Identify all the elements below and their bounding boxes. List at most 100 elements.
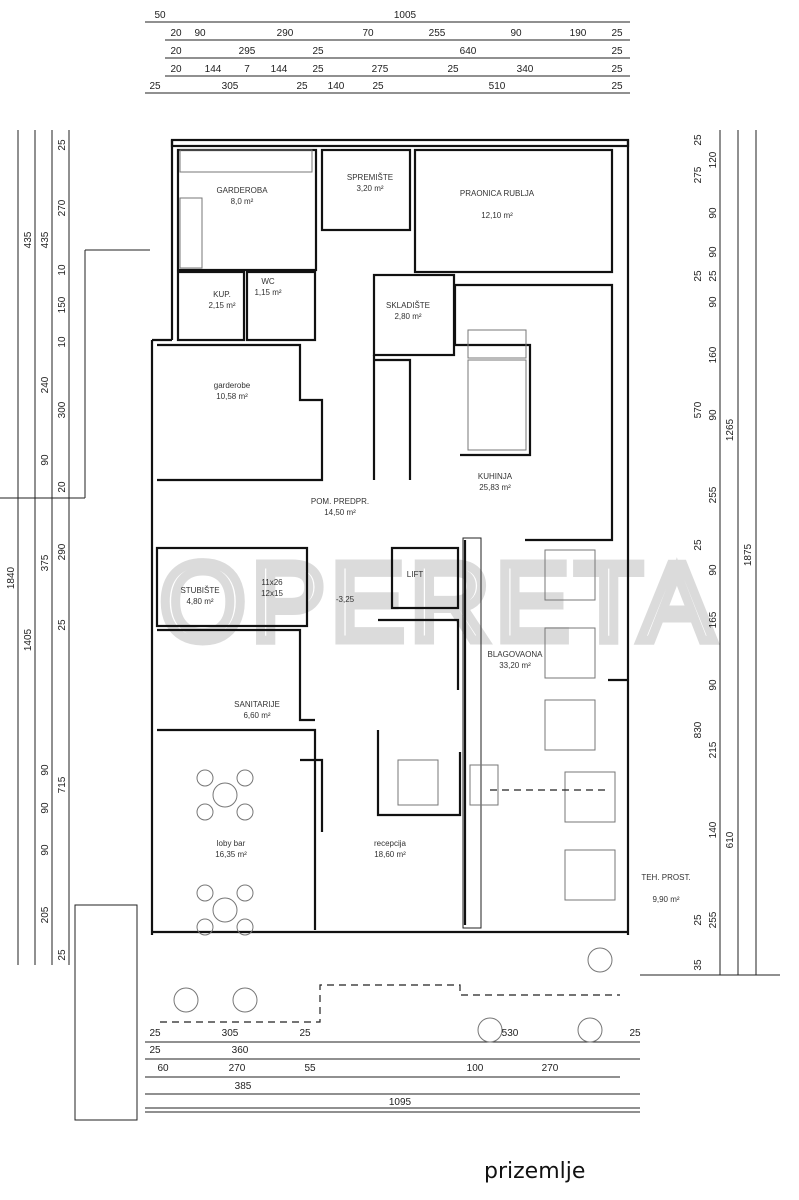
dimension-label: 90 [510,28,522,39]
dimension-label: 150 [57,296,68,313]
dimension-label: 255 [708,911,719,928]
room-2: PRAONICA RUBLJA 12,10 m² [460,189,535,220]
room-area: 14,50 m² [324,508,356,517]
plan-title: prizemlje [484,1159,585,1184]
dimension-label: 25 [296,81,308,92]
room-area: 2,15 m² [208,301,235,310]
stair-note: 11x26 [261,578,283,587]
dimension-label: 25 [57,619,68,631]
dimension-label: 20 [57,481,68,493]
dimension-label: 1095 [389,1097,412,1108]
dimension-label: 530 [502,1028,519,1039]
dimension-label: 570 [693,401,704,418]
stair-note: 12x15 [261,589,283,598]
dimension-label: 25 [629,1028,641,1039]
dimension-label: 165 [708,611,719,628]
room-area: 10,58 m² [216,392,248,401]
dimension-label: 25 [149,81,161,92]
dimension-label: 50 [154,10,166,21]
room-area: 1,15 m² [254,288,281,297]
dimension-label: 25 [693,270,704,282]
dimension-label: 270 [57,199,68,216]
dimension-label: 190 [570,28,587,39]
dimension-label: 90 [708,296,719,308]
dimension-label: 25 [312,64,324,75]
dimension-label: 90 [708,564,719,576]
dimension-label: 90 [40,764,51,776]
dimension-label: 20 [170,46,182,57]
room-area: 12,10 m² [481,211,513,220]
dimension-label: 25 [693,134,704,146]
dimension-label: 435 [23,231,34,248]
dimension-label: 90 [40,802,51,814]
room-name: PRAONICA RUBLJA [460,189,535,198]
dimension-label: 90 [708,246,719,258]
dimension-label: 510 [489,81,506,92]
dimension-label: 25 [708,270,719,282]
dimension-label: 25 [611,64,623,75]
dimension-label: 25 [149,1045,161,1056]
room-area: 9,90 m² [652,895,679,904]
dimension-label: 1405 [23,628,34,651]
room-name: LIFT [407,570,424,579]
room-name: SKLADIŠTE [386,301,430,310]
room-4: WC 1,15 m² [254,277,281,297]
dimension-label: 25 [312,46,324,57]
dimension-label: 7 [244,64,250,75]
watermark: OPERETA [160,541,720,664]
dimension-label: 25 [57,139,68,151]
dimension-label: 90 [708,679,719,691]
dimension-label: 25 [611,28,623,39]
dimension-label: 295 [239,46,256,57]
dimension-label: 375 [40,554,51,571]
dimension-label: 640 [460,46,477,57]
dimension-label: 1265 [725,418,736,441]
room-name: SANITARIJE [234,700,280,709]
dimension-label: 25 [372,81,384,92]
dimension-label: 255 [708,486,719,503]
room-12: SANITARIJE 6,60 m² [234,700,280,720]
room-area: 2,80 m² [394,312,421,321]
dimension-label: 25 [693,539,704,551]
room-area: 33,20 m² [499,661,531,670]
walls [150,138,630,935]
dimension-label: 144 [205,64,222,75]
dimension-label: 255 [429,28,446,39]
dimension-label: 205 [40,906,51,923]
dimension-label: 610 [725,831,736,848]
room-3: KUP.2,15 m² [208,290,235,310]
dimension-label: 90 [194,28,206,39]
room-8: POM. PREDPR. 14,50 m² [311,497,369,517]
dimension-label: 385 [235,1081,252,1092]
room-name: KUHINJA [478,472,513,481]
dimension-label: 120 [708,151,719,168]
dimension-label: 25 [693,914,704,926]
dimension-label: 140 [328,81,345,92]
room-name: recepcija [374,839,407,848]
dimension-label: 715 [57,776,68,793]
room-name: loby bar [217,839,246,848]
room-name: POM. PREDPR. [311,497,369,506]
room-name: WC [261,277,275,286]
room-area: 6,60 m² [243,711,270,720]
dimension-label: 270 [542,1063,559,1074]
dimension-label: 90 [40,844,51,856]
dimension-label: 70 [362,28,374,39]
dimension-label: 140 [708,821,719,838]
dimension-label: 25 [611,46,623,57]
room-area: 25,83 m² [479,483,511,492]
room-9: LIFT [407,570,424,579]
dimension-label: 290 [57,543,68,560]
dimension-label: 290 [277,28,294,39]
room-name: GARDEROBA [216,186,268,195]
dimension-label: 25 [611,81,623,92]
dimension-lines [0,21,780,1113]
dimension-label: 215 [708,741,719,758]
dimension-label: 305 [222,81,239,92]
